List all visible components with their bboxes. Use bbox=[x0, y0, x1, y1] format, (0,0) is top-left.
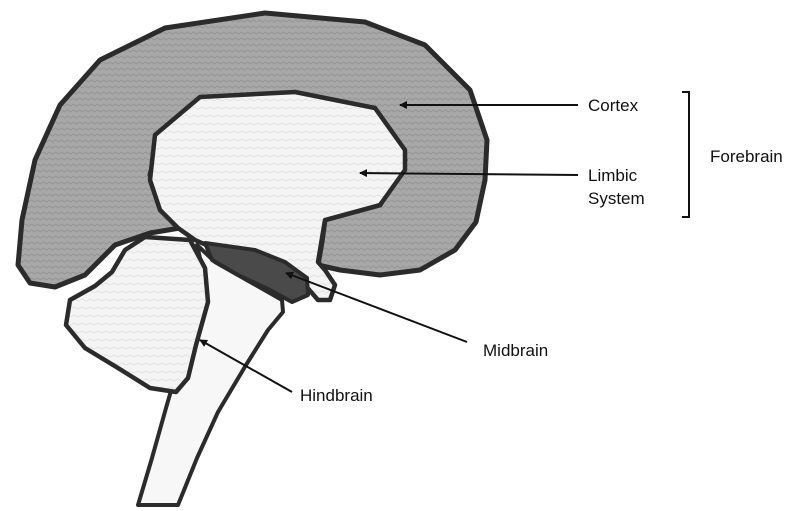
midbrain-label: Midbrain bbox=[483, 341, 548, 360]
midbrain-arrow bbox=[286, 273, 467, 342]
limbic-label-line2: System bbox=[588, 189, 645, 208]
forebrain-label: Forebrain bbox=[710, 147, 783, 166]
cortex-label: Cortex bbox=[588, 96, 639, 115]
forebrain-bracket bbox=[682, 92, 689, 217]
hindbrain-label: Hindbrain bbox=[300, 386, 373, 405]
limbic-label-line1: Limbic bbox=[588, 166, 638, 185]
